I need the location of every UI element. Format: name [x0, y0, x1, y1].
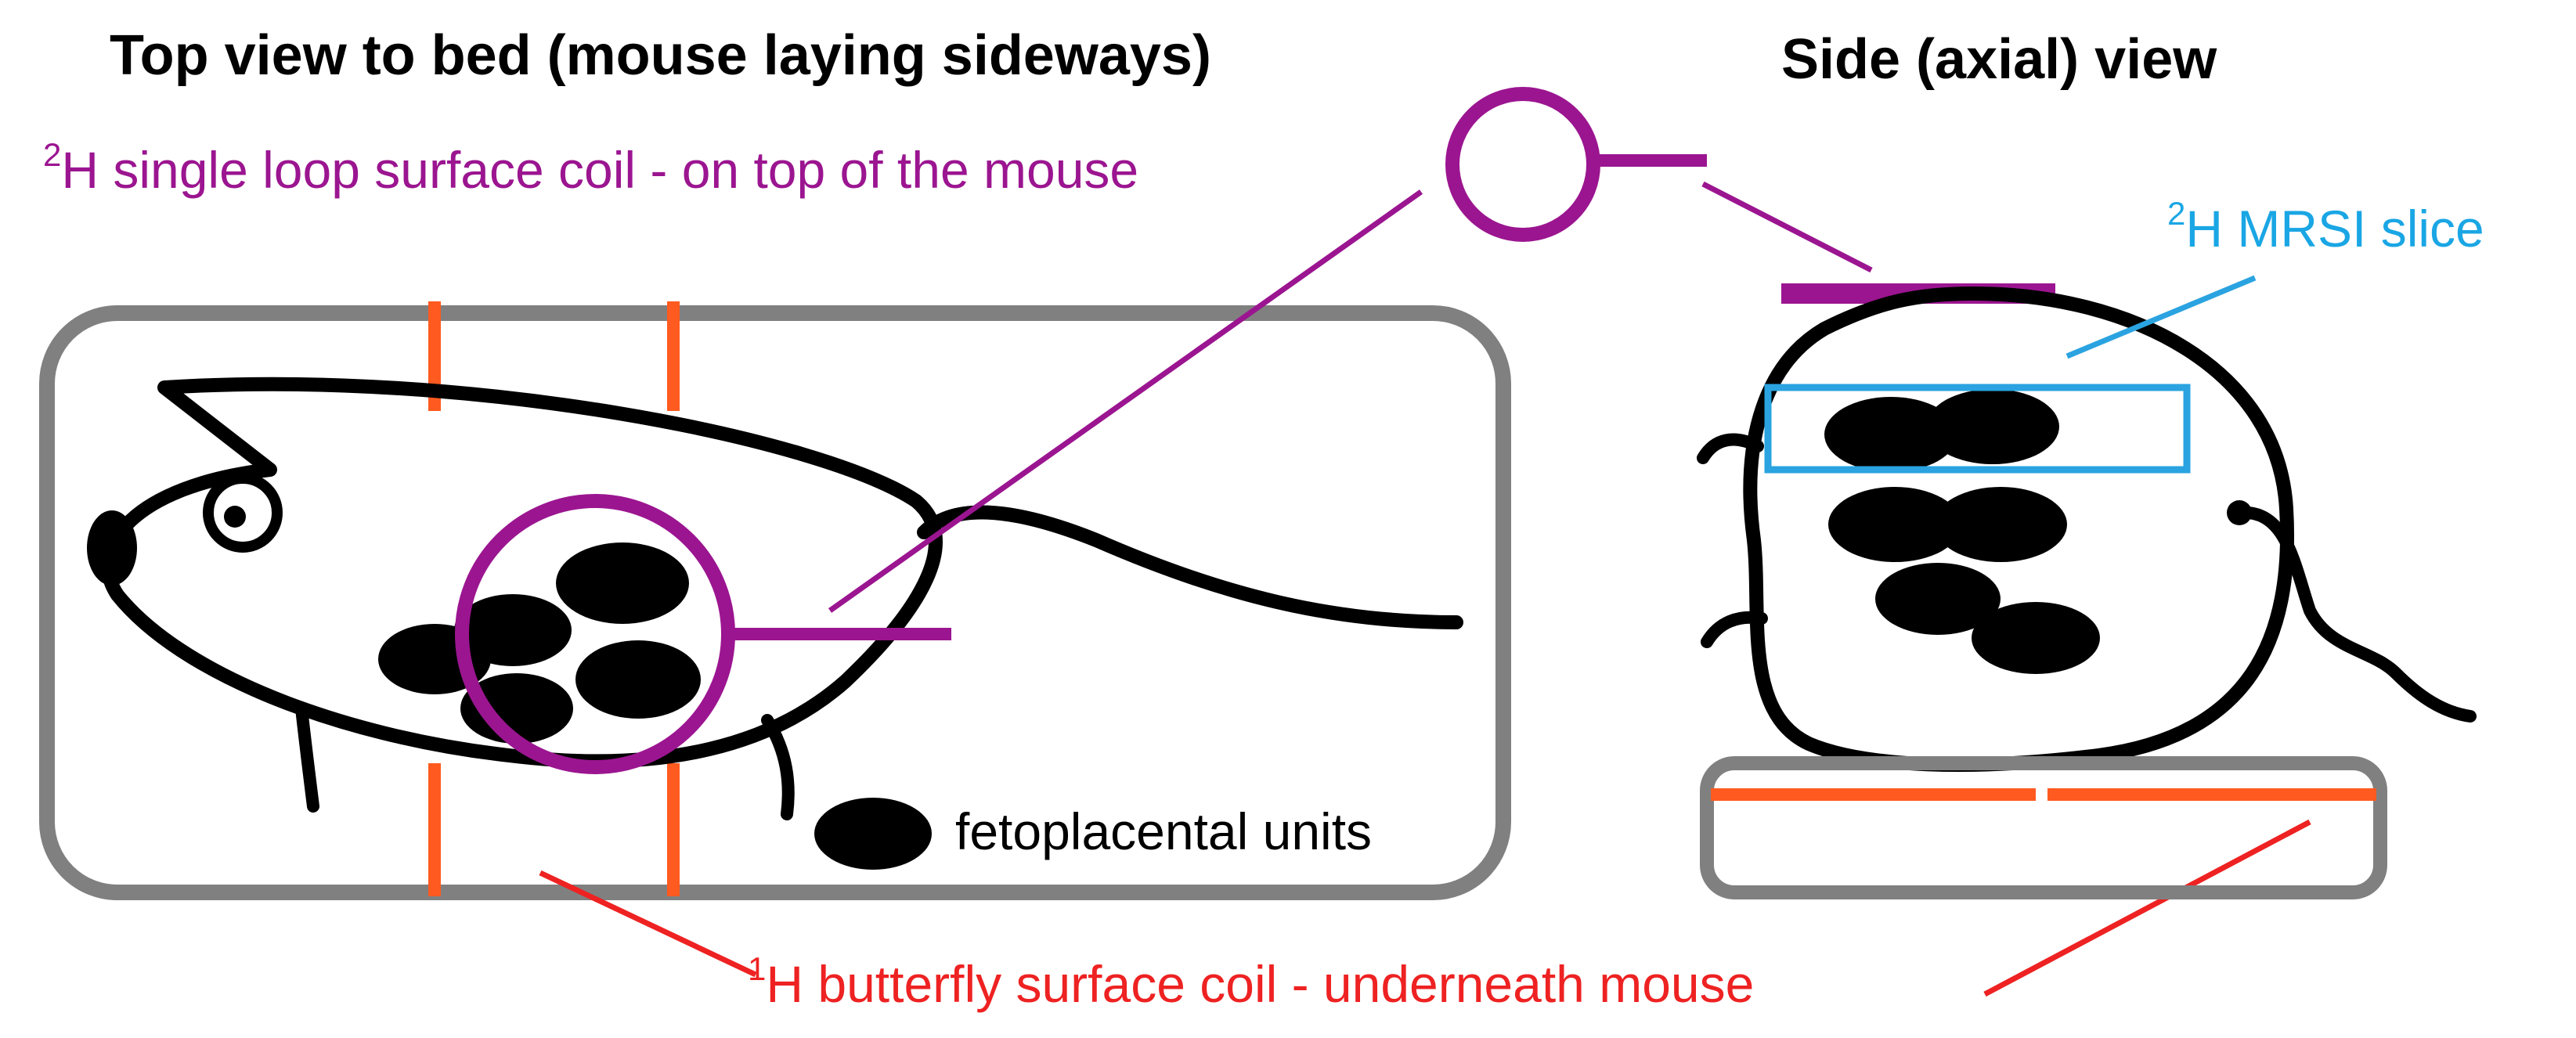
label-2h-coil-text: H single loop surface coil - on top of t… [61, 141, 1138, 199]
bed-top-view [39, 305, 1511, 900]
label-1h-coil-text: H butterfly surface coil - underneath mo… [766, 955, 1754, 1013]
fetoplacental-unit-side [1828, 487, 1961, 562]
fetoplacental-unit [454, 594, 572, 666]
mouse-eye [203, 473, 283, 553]
label-mrsi-sup: 2 [2167, 195, 2185, 232]
title-side-view: Side (axial) view [1781, 28, 2217, 91]
label-1h-coil-sup: 1 [748, 950, 766, 987]
mouse-leg-side-lower [1701, 611, 1768, 648]
h1-coil-leader-line-left [539, 870, 757, 978]
bed-side-view [1700, 756, 2387, 899]
mouse-pupil [224, 506, 246, 528]
fetoplacental-unit-side [1824, 397, 1957, 472]
label-2h-coil-sup: 2 [43, 136, 61, 173]
h1-coil-leader-line-right [1983, 819, 2311, 997]
fetoplacental-unit-side [1875, 563, 2001, 635]
mouse-tail-side [2233, 506, 2477, 723]
title-top-view: Top view to bed (mouse laying sideways) [110, 24, 1211, 87]
label-mrsi-slice: 2H MRSI slice [2167, 195, 2484, 258]
h2-coil-leader-line-left [828, 189, 1423, 613]
label-2h-surface-coil: 2H single loop surface coil - on top of … [43, 136, 1138, 199]
fetoplacental-unit-side [1926, 389, 2059, 464]
mrsi-leader-line [2065, 275, 2257, 359]
mouse-nose [87, 510, 137, 586]
label-mrsi-text: H MRSI slice [2185, 200, 2484, 258]
fetoplacental-unit [556, 542, 689, 624]
label-fetoplacental-units: fetoplacental units [955, 802, 1372, 860]
fetoplacental-unit-side [1934, 487, 2067, 562]
mouse-leg-side-upper [1697, 433, 1764, 464]
fetoplacental-legend-marker [814, 798, 932, 870]
fetoplacental-unit [460, 673, 573, 744]
mouse-tail [917, 505, 1463, 629]
fetoplacental-unit [575, 640, 701, 719]
mrsi-slice-box [1764, 384, 2191, 474]
mouse-hind-leg [761, 714, 795, 820]
h2-coil-leader-line-right [1701, 181, 1873, 273]
h2-coil-icon-loop [1445, 87, 1600, 242]
label-1h-butterfly-coil: 1H butterfly surface coil - underneath m… [748, 950, 1754, 1013]
fetoplacental-unit-side [1972, 602, 2100, 674]
mouse-front-leg [295, 702, 319, 813]
